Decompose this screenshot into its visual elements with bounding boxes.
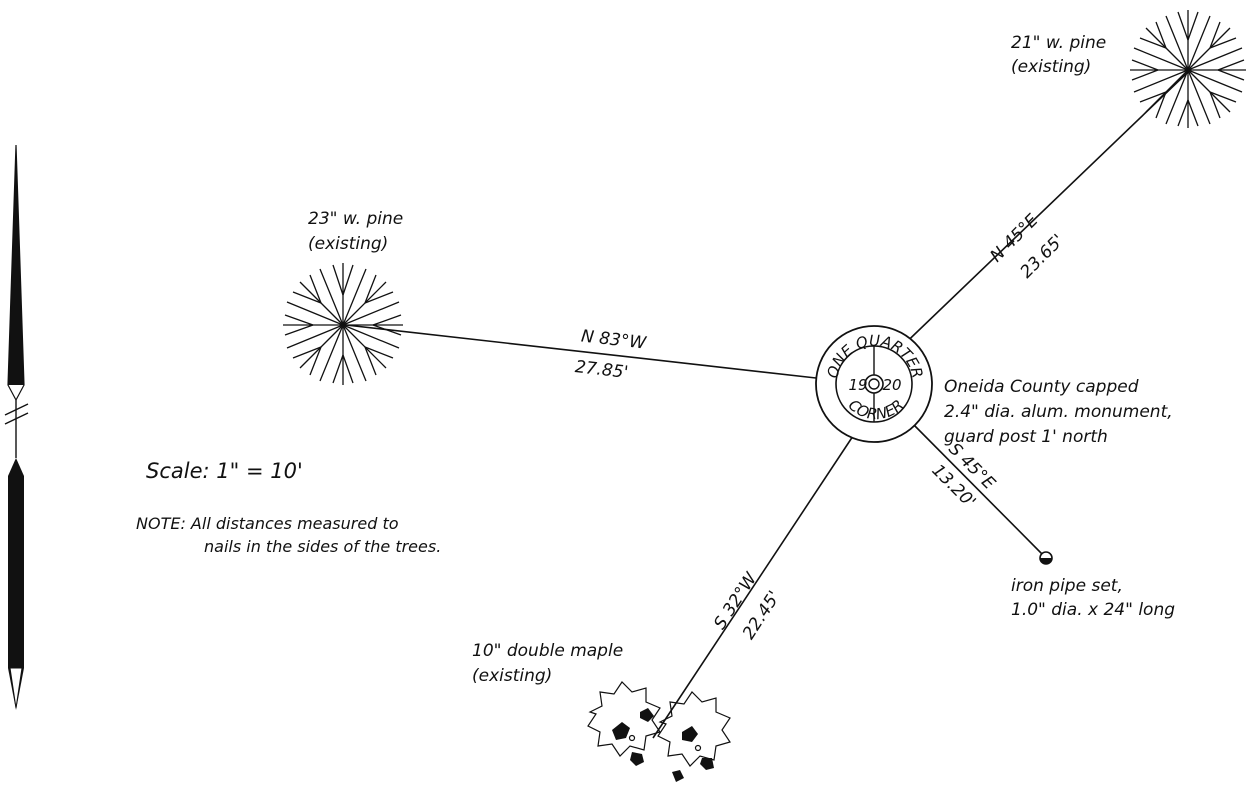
- pipe-label-1: iron pipe set,: [1011, 576, 1123, 596]
- bearing-lines: [345, 71, 1189, 739]
- scale-label: Scale: 1" = 10': [146, 459, 303, 483]
- pine-ne-label-1: 21" w. pine: [1011, 33, 1106, 53]
- note-line-2: nails in the sides of the trees.: [204, 537, 441, 556]
- line-w: [345, 324, 817, 379]
- monument-desc-1: Oneida County capped: [944, 377, 1139, 397]
- pine-tree-w: [283, 263, 403, 385]
- monument-marker: ONE QUARTER CORNER 19 20: [815, 325, 933, 443]
- note-line-1: NOTE: All distances measured to: [136, 514, 399, 533]
- monument-section-right: 20: [882, 376, 901, 394]
- distance-w-label: 27.85': [574, 357, 629, 383]
- maple-label-2: (existing): [472, 666, 552, 686]
- pine-ne-label-2: (existing): [1011, 57, 1091, 77]
- monument-desc-3: guard post 1' north: [944, 427, 1108, 447]
- iron-pipe-icon: [1039, 551, 1053, 565]
- line-sw: [652, 432, 856, 739]
- maple-label-1: 10" double maple: [472, 641, 623, 661]
- pipe-label-2: 1.0" dia. x 24" long: [1011, 600, 1175, 620]
- bearing-w-label: N 83°W: [580, 326, 648, 353]
- maple-tree-s: [587, 681, 731, 782]
- line-ne: [892, 71, 1189, 356]
- pine-w-label-2: (existing): [308, 234, 388, 254]
- line-se: [908, 419, 1046, 558]
- pine-tree-ne: [1130, 10, 1246, 128]
- north-arrow-icon: [4, 144, 29, 710]
- monument-desc-2: 2.4" dia. alum. monument,: [944, 402, 1173, 422]
- monument-section-left: 19: [848, 376, 867, 394]
- pine-w-label-1: 23" w. pine: [308, 209, 403, 229]
